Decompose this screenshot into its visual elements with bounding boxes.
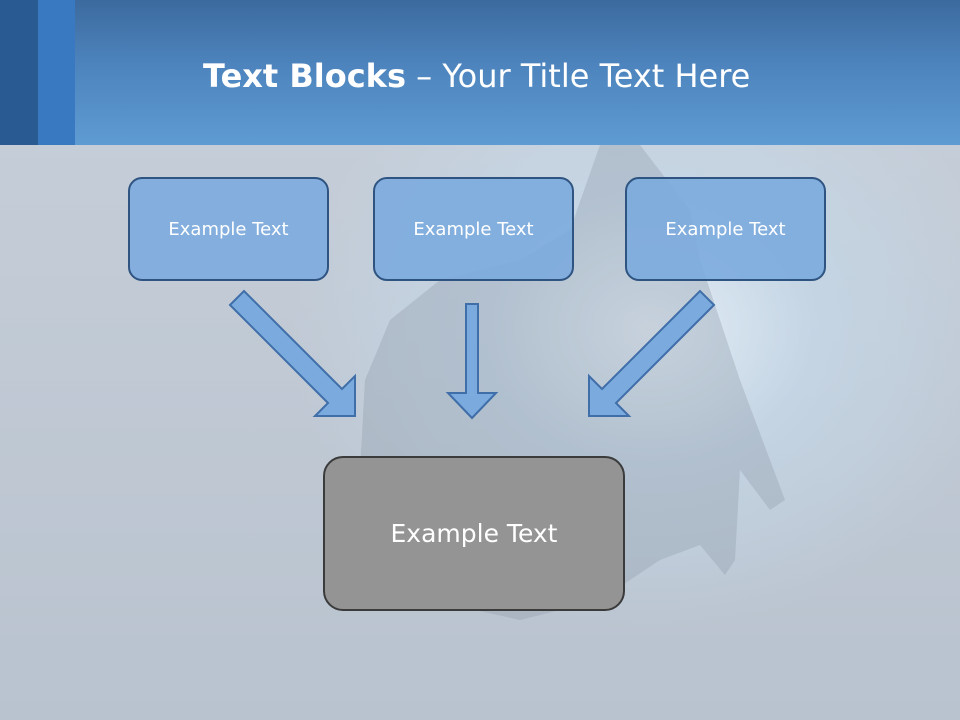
arrow-down-icon [445, 303, 499, 420]
slide-title-bold: Text Blocks [203, 57, 406, 95]
slide-title-dash: – [406, 57, 443, 95]
title-bar [0, 0, 960, 145]
header-accent-light [38, 0, 75, 145]
arrow-left-icon [228, 289, 356, 417]
text-block-3: Example Text [625, 177, 826, 281]
header-accent-dark [0, 0, 38, 145]
text-block-1: Example Text [128, 177, 329, 281]
result-block: Example Text [323, 456, 625, 611]
slide-title-rest: Your Title Text Here [442, 57, 751, 95]
arrow-right-icon [588, 289, 716, 417]
text-block-2: Example Text [373, 177, 574, 281]
slide-title: Text Blocks – Your Title Text Here [203, 54, 750, 98]
